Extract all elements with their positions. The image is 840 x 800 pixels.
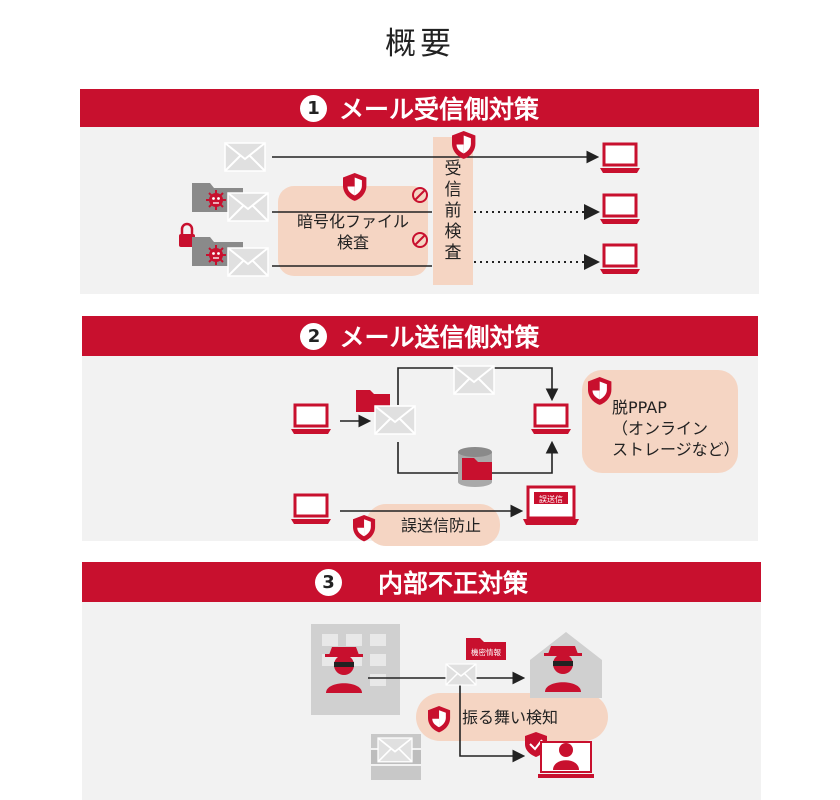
section-2-number: 2 [300, 322, 328, 350]
mail-stack-icon [371, 734, 421, 780]
inspection-highlight [278, 186, 428, 276]
admin-monitor-icon [538, 741, 594, 778]
missend-prevention-label: 誤送信防止 [400, 516, 481, 535]
lock-icon [179, 222, 195, 247]
shield-icon [588, 377, 612, 405]
laptop-icon [289, 403, 333, 436]
laptop-icon [598, 193, 642, 226]
blocked-icon [412, 232, 428, 248]
mail-icon-clean [224, 142, 266, 172]
mail-icon-infected-2 [227, 247, 269, 277]
ppap-label: 脱PPAP （オンライン ストレージなど） [612, 398, 740, 459]
behavior-detection-label: 振る舞い検知 [462, 708, 559, 727]
laptop-icon [529, 403, 573, 436]
mail-icon [374, 405, 416, 435]
mail-icon [445, 663, 477, 686]
section-1-diagram [179, 131, 642, 277]
section-2-diagram: 誤送信 [289, 365, 612, 542]
section-2-title: メール送信側対策 [339, 323, 540, 352]
laptop-icon [289, 493, 333, 526]
warning-screen-icon: 誤送信 [523, 485, 579, 525]
section-3-number: 3 [314, 568, 342, 596]
laptop-icon [598, 243, 642, 276]
section-1-title: メール受信側対策 [338, 95, 539, 124]
confidential-folder-icon: 機密情報 [466, 638, 506, 660]
building-icon [311, 624, 400, 715]
folder-tag-text: 機密情報 [471, 647, 501, 657]
mail-icon [453, 365, 495, 395]
mail-icon-infected-1 [227, 192, 269, 222]
external-receiver-icon [530, 632, 602, 698]
shield-icon [452, 131, 476, 159]
section-1-header: 1 メール受信側対策 [80, 89, 759, 127]
section-3-diagram: 機密情報 [311, 624, 602, 780]
shield-icon [343, 173, 367, 201]
shield-icon [428, 706, 451, 733]
storage-icon [458, 447, 492, 487]
blocked-icon [412, 187, 428, 203]
pre-receive-inspection-column [433, 137, 473, 285]
page-title: 概要 [385, 26, 455, 62]
pre-receive-inspection-label: 受 信 前 検 査 [444, 159, 462, 263]
laptop-icon [598, 142, 642, 175]
encrypted-file-inspection-label: 暗号化ファイル 検査 [296, 212, 409, 252]
arrow-detect [459, 680, 526, 763]
section-1-number: 1 [299, 94, 327, 122]
screen-badge-text: 誤送信 [539, 494, 563, 504]
section-3-title: 内部不正対策 [377, 569, 528, 598]
shield-icon [353, 515, 376, 542]
section-2-header: 2 メール送信側対策 [82, 316, 758, 356]
section-3-header: 3 内部不正対策 [82, 562, 761, 602]
